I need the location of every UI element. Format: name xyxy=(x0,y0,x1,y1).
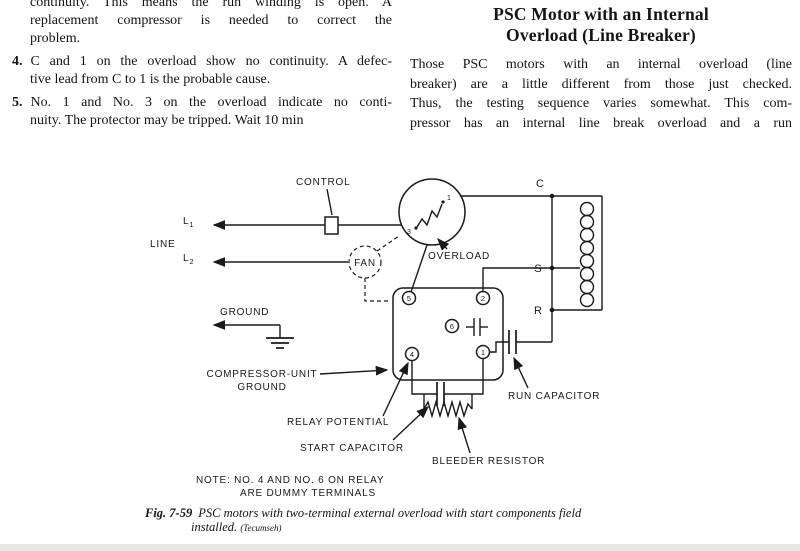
startcap-left-wire xyxy=(411,361,437,395)
body-text-line: breaker) are a little different from tho… xyxy=(410,76,792,92)
list-item-line: nuity. The protector may be tripped. Wai… xyxy=(30,113,304,128)
body-text-line: pressor has an internal line break overl… xyxy=(410,115,792,131)
list-item-number: 4. xyxy=(12,54,23,69)
c-junction xyxy=(549,193,555,199)
s-to-relay-wire xyxy=(482,267,552,292)
relay-terminal-4-label: 4 xyxy=(410,350,414,359)
caption-credit: (Tecumseh) xyxy=(240,523,282,533)
runcap-left-wire xyxy=(490,341,509,353)
motor-terminal-3-label: 3 xyxy=(407,229,411,236)
fan-circle: FAN xyxy=(348,235,400,302)
section-heading: PSC Motor with an Internal xyxy=(493,4,709,24)
relay-terminal-2-label: 2 xyxy=(481,294,485,303)
motor-terminal-1-label: 1 xyxy=(447,195,451,202)
relay-terminal-5-label: 5 xyxy=(407,294,411,303)
startcap-right-wire xyxy=(444,358,484,395)
control-switch xyxy=(324,188,339,235)
compressor-unit-label: COMPRESSOR-UNIT xyxy=(207,369,318,380)
section-heading: Overload (Line Breaker) xyxy=(506,25,696,45)
note-line-2: ARE DUMMY TERMINALS xyxy=(240,488,376,499)
list-item-line: tive lead from C to 1 is the probable ca… xyxy=(30,72,271,87)
body-text-line: continuity. This means the run winding i… xyxy=(30,0,392,10)
figure-number: Fig. 7-59 xyxy=(145,506,193,520)
relay-box xyxy=(392,287,504,381)
text-columns: continuity. This means the run winding i… xyxy=(0,0,800,168)
run-capacitor-label: RUN CAPACITOR xyxy=(508,391,600,402)
list-item-4: 4. C and 1 on the overload show no contin… xyxy=(12,53,392,89)
body-text-line: Thus, the testing sequence varies somewh… xyxy=(410,96,792,111)
caption-line: Fig. 7-59 PSC motors with two-terminal ex… xyxy=(145,506,675,520)
list-item-number: 5. xyxy=(12,95,23,110)
l2-subscript: 2 xyxy=(189,257,194,266)
caption-text: installed. xyxy=(191,520,238,534)
left-column: continuity. This means the run winding i… xyxy=(12,0,392,130)
list-item-text: No. 1 and No. 3 on the overload indicate… xyxy=(30,95,393,110)
body-text-line: problem. xyxy=(30,31,81,46)
internal-overload-heater xyxy=(416,203,443,228)
note-line-1: NOTE: NO. 4 AND NO. 6 ON RELAY xyxy=(196,475,384,486)
relay-contact-symbol xyxy=(466,318,488,336)
figure-caption: Fig. 7-59 PSC motors with two-terminal ex… xyxy=(145,506,675,535)
r-junction xyxy=(549,307,555,313)
terminal-r-label: R xyxy=(534,305,542,317)
compressor-ground-arrow xyxy=(319,365,389,376)
wiring-diagram-figure: 3 1 FAN xyxy=(0,168,800,500)
s-junction xyxy=(549,265,555,271)
relay-terminal-1-label: 1 xyxy=(481,348,485,357)
l2-letter: L xyxy=(183,253,189,264)
ground-label: GROUND xyxy=(220,307,269,318)
run-capacitor-symbol xyxy=(508,330,517,354)
winding-coil xyxy=(579,201,595,308)
start-capacitor-arrow xyxy=(392,406,430,441)
start-capacitor-symbol xyxy=(436,382,445,406)
ground-symbol xyxy=(212,320,294,349)
fan-label: FAN xyxy=(354,258,376,269)
list-item-line: 4. C and 1 on the overload show no contin… xyxy=(12,53,392,71)
caption-text: PSC motors with two-terminal external ov… xyxy=(198,506,582,520)
relay-terminal-6 xyxy=(444,318,460,334)
fan-lead xyxy=(376,235,400,252)
bleeder-resistor-arrow xyxy=(457,416,471,454)
fan-lead xyxy=(364,278,391,302)
relay-terminal-1 xyxy=(475,344,491,360)
compressor-ground-label: GROUND xyxy=(237,382,286,393)
section-paragraph: Those PSC motors with an internal overlo… xyxy=(410,55,792,133)
motor-to-relay-wire xyxy=(410,244,428,293)
page-edge xyxy=(0,544,800,551)
list-item-5: 5. No. 1 and No. 3 on the overload indica… xyxy=(12,94,392,130)
overload-motor-circle: 3 1 xyxy=(398,178,466,246)
right-column: PSC Motor with an Internal Overload (Lin… xyxy=(410,4,792,133)
list-item-line: 5. No. 1 and No. 3 on the overload indica… xyxy=(12,94,392,112)
l1-subscript: 1 xyxy=(189,220,194,229)
relay-potential-label: RELAY POTENTIAL xyxy=(287,417,389,428)
caption-line: installed. (Tecumseh) xyxy=(145,520,675,535)
list-item-text: C and 1 on the overload show no continui… xyxy=(30,54,393,69)
line-label: LINE xyxy=(150,239,175,250)
wiring-diagram: 3 1 FAN xyxy=(150,177,603,499)
l2-label: L2 xyxy=(183,253,194,266)
relay-potential-arrow xyxy=(382,361,409,417)
bleeder-resistor-symbol xyxy=(423,399,473,419)
bleeder-resistor-label: BLEEDER RESISTOR xyxy=(432,456,545,467)
l1-label: L1 xyxy=(183,216,194,229)
run-capacitor-arrow xyxy=(513,356,529,389)
terminal-c-label: C xyxy=(536,178,544,190)
body-text-line: replacement compressor is needed to corr… xyxy=(30,13,392,28)
relay-terminal-4 xyxy=(404,346,420,362)
l1-letter: L xyxy=(183,216,189,227)
start-capacitor-label: START CAPACITOR xyxy=(300,443,404,454)
relay-terminals: 5 2 6 4 1 xyxy=(401,290,491,362)
relay-terminal-5 xyxy=(401,290,417,306)
terminal-s-label: S xyxy=(534,263,541,275)
overload-arrow xyxy=(437,237,450,251)
body-text-line: Those PSC motors with an internal overlo… xyxy=(410,57,792,72)
relay-terminal-6-label: 6 xyxy=(450,322,454,331)
relay-terminal-2 xyxy=(475,290,491,306)
control-label: CONTROL xyxy=(296,177,351,188)
overload-label: OVERLOAD xyxy=(428,251,490,262)
